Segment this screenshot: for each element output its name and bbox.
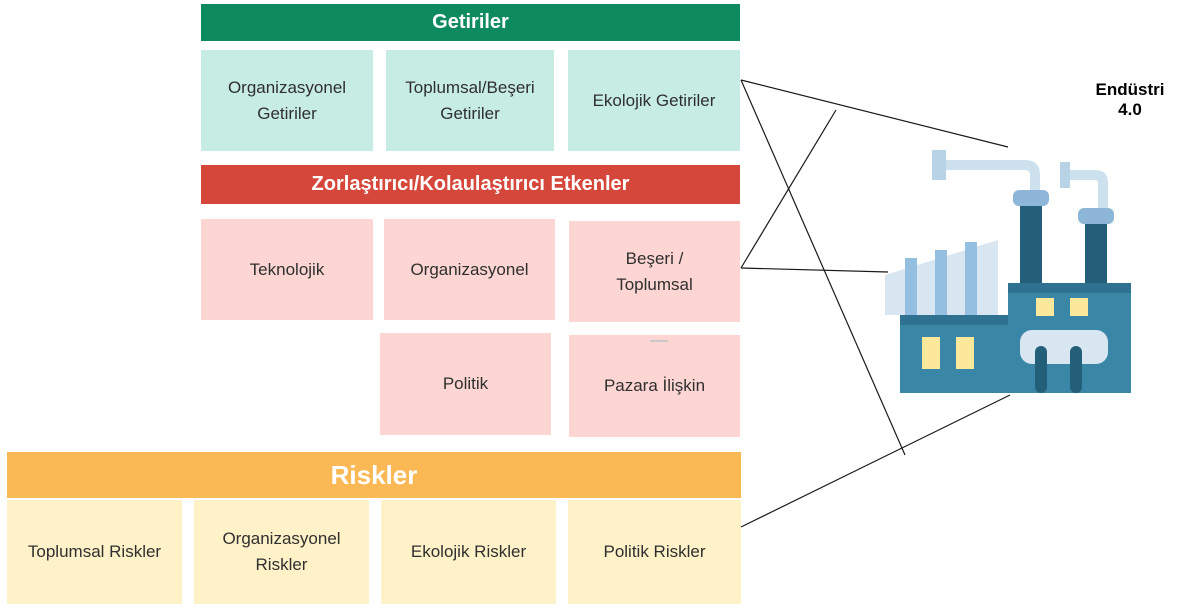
returns-label: Toplumsal/Beşeri Getiriler xyxy=(405,77,535,123)
risks-label: Politik Riskler xyxy=(603,542,706,561)
factory-icon xyxy=(885,150,1131,393)
factors-box-organizational: Organizasyonel xyxy=(384,219,555,320)
risks-label: Toplumsal Riskler xyxy=(27,542,162,561)
factors-title: Zorlaştırıcı/Kolaulaştırıcı Etkenler xyxy=(311,173,630,195)
factors-header: Zorlaştırıcı/Kolaulaştırıcı Etkenler xyxy=(201,165,740,204)
placeholder-mark xyxy=(650,340,668,342)
factors-box-market: Pazara İlişkin xyxy=(569,335,740,437)
returns-title: Getiriler xyxy=(432,11,509,33)
risks-box-political: Politik Riskler xyxy=(568,500,741,604)
risks-box-ecological: Ekolojik Riskler xyxy=(381,500,556,604)
risks-header: Riskler xyxy=(7,452,741,498)
industry-label: Endüstri 4.0 xyxy=(1095,80,1165,119)
returns-box-social: Toplumsal/Beşeri Getiriler xyxy=(386,50,554,151)
factors-box-technological: Teknolojik xyxy=(201,219,373,320)
factors-label: Organizasyonel xyxy=(410,259,529,279)
connector-risks-to-factory xyxy=(740,394,1011,528)
risks-label: Ekolojik Riskler xyxy=(410,542,527,561)
connector-factors-to-factory xyxy=(740,267,889,273)
returns-header: Getiriler xyxy=(201,4,740,41)
risks-box-social: Toplumsal Riskler xyxy=(7,500,182,604)
returns-label: Organizasyonel Getiriler xyxy=(227,77,347,123)
factors-label: Pazara İlişkin xyxy=(603,376,706,395)
risks-title: Riskler xyxy=(330,459,418,490)
connector-factors-to-upper xyxy=(740,109,837,269)
factors-label: Beşeri / Toplumsal xyxy=(616,248,693,294)
factors-label: Teknolojik xyxy=(249,259,325,279)
factors-box-political: Politik xyxy=(380,333,551,435)
factors-label: Politik xyxy=(442,374,489,393)
risks-label: Organizasyonel Riskler xyxy=(222,529,341,574)
returns-label: Ekolojik Getiriler xyxy=(592,90,716,110)
risks-box-organizational: Organizasyonel Riskler xyxy=(194,500,369,604)
returns-box-organizational: Organizasyonel Getiriler xyxy=(201,50,373,151)
connector-returns-to-factory xyxy=(740,79,1009,148)
returns-box-ecological: Ekolojik Getiriler xyxy=(568,50,740,151)
factors-box-human-social: Beşeri / Toplumsal xyxy=(569,221,740,322)
connector-returns-to-factory-lower xyxy=(740,79,906,456)
